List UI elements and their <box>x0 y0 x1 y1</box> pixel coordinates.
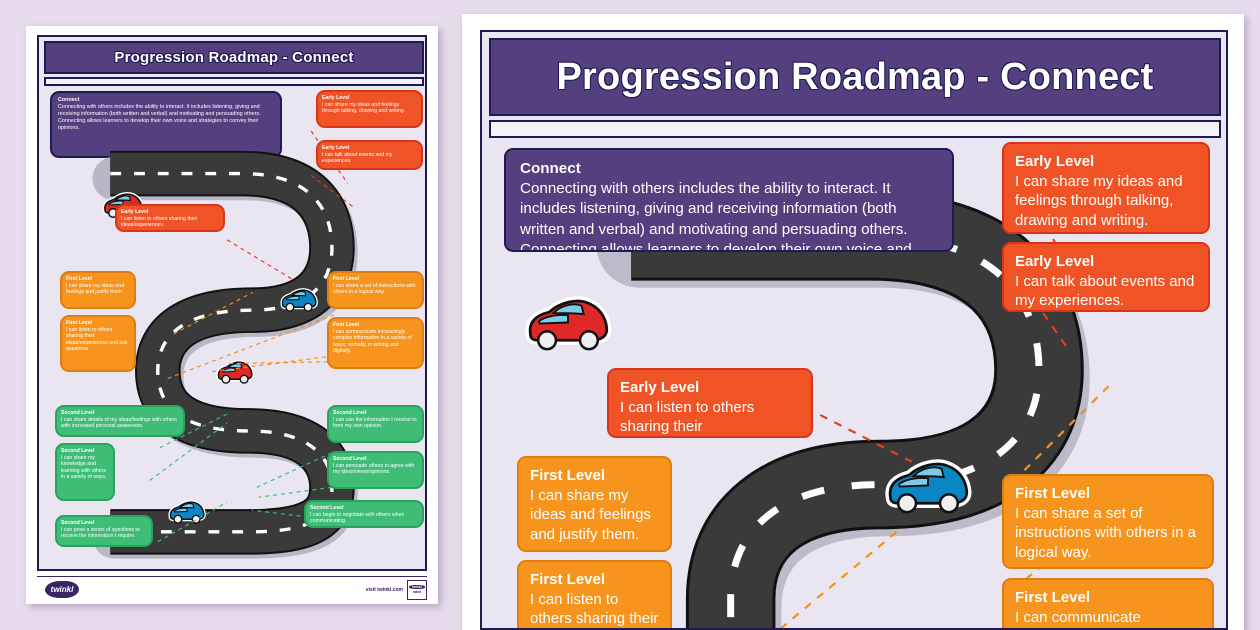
intro-title: Connect <box>58 97 80 103</box>
twinkl-rated-badge: twinkl rated <box>407 579 427 600</box>
level-box-first-2[interactable]: First Level I can listen to others shari… <box>60 315 136 372</box>
level-text: I can communicate increasingly complex i… <box>333 328 412 355</box>
level-box-early-3[interactable]: Early Level I can listen to others shari… <box>115 204 225 232</box>
level-box-second-5[interactable]: Second Level I can persuade others to ag… <box>327 451 424 489</box>
intro-box-large: Connect Connecting with others includes … <box>504 148 954 252</box>
level-title: Early Level <box>322 95 350 101</box>
twinkl-logo[interactable]: twinkl <box>45 581 79 598</box>
level-title: First Level <box>530 571 606 588</box>
car-blue-large <box>885 459 972 514</box>
car-red-middle <box>216 360 254 384</box>
intro-body-large: Connecting with others includes the abil… <box>520 180 912 252</box>
level-title: Second Level <box>61 410 95 416</box>
level-text: I can share my knowledge and learning wi… <box>61 454 107 481</box>
level-title: First Level <box>530 467 606 484</box>
level-text: I can listen to others sharing their ide… <box>66 326 128 353</box>
badge-bottom-text: rated <box>412 590 422 594</box>
level-title: Early Level <box>322 145 350 151</box>
level-text: I can communicate increasingly complex i… <box>1015 608 1141 626</box>
level-text: I can share details of my ideas/feelings… <box>61 416 177 430</box>
level-title: First Level <box>333 276 359 282</box>
level-text: I can pose a series of questions to rece… <box>61 526 140 540</box>
level-box-early-2-large[interactable]: Early Level I can talk about events and … <box>1002 242 1210 312</box>
level-title: First Level <box>66 276 92 282</box>
level-box-first-4[interactable]: First Level I can communicate increasing… <box>327 317 424 369</box>
level-title: First Level <box>1015 485 1091 502</box>
level-text: I can listen to others sharing their ide… <box>620 398 755 436</box>
level-text: I can talk about events and my experienc… <box>1015 272 1195 310</box>
car-red-large <box>525 296 612 351</box>
visit-twinkl-text[interactable]: visit twinkl.com <box>365 586 403 593</box>
level-title: First Level <box>66 320 92 326</box>
header-strip <box>44 77 424 86</box>
poster-thumbnail-body: Progression Roadmap - Connect Connect Co… <box>37 35 427 571</box>
level-title: Second Level <box>61 520 95 526</box>
level-text: I can share a set of instructions with o… <box>333 282 416 296</box>
level-box-early-2[interactable]: Early Level I can talk about events and … <box>316 140 423 170</box>
level-title: First Level <box>1015 589 1091 606</box>
level-box-first-2-large[interactable]: First Level I can listen to others shari… <box>517 560 672 628</box>
level-text: I can share a set of instructions with o… <box>1015 504 1196 561</box>
level-title: Early Level <box>1015 253 1095 270</box>
level-box-first-3-large[interactable]: First Level I can share a set of instruc… <box>1002 474 1214 569</box>
poster-title-bar: Progression Roadmap - Connect <box>44 41 424 74</box>
level-title: Early Level <box>1015 153 1095 170</box>
level-box-early-1-large[interactable]: Early Level I can share my ideas and fee… <box>1002 142 1210 234</box>
car-blue-lower <box>168 500 206 524</box>
poster-thumbnail[interactable]: Progression Roadmap - Connect Connect Co… <box>26 26 438 604</box>
level-box-first-4-large[interactable]: First Level I can communicate increasing… <box>1002 578 1214 628</box>
level-text: I can begin to negotiate with others whe… <box>310 511 405 525</box>
badge-top-text: twinkl <box>409 585 425 589</box>
header-strip-large <box>489 120 1221 138</box>
level-text: I can share my ideas and feelings throug… <box>322 101 406 115</box>
twinkl-logo-text: twinkl <box>50 585 74 594</box>
page-title: Progression Roadmap - Connect <box>114 49 354 66</box>
level-title: Early Level <box>121 209 149 215</box>
level-box-first-1[interactable]: First Level I can share my ideas and fee… <box>60 271 136 309</box>
poster-footer-thumbnail: twinkl visit twinkl.com twinkl rated <box>37 576 427 602</box>
intro-title-large: Connect <box>520 160 581 177</box>
intro-box: Connect Connecting with others includes … <box>50 91 282 158</box>
level-box-second-2[interactable]: Second Level I can share my knowledge an… <box>55 443 115 501</box>
level-box-first-1-large[interactable]: First Level I can share my ideas and fee… <box>517 456 672 552</box>
level-box-first-3[interactable]: First Level I can share a set of instruc… <box>327 271 424 309</box>
level-text: I can talk about events and my experienc… <box>322 151 393 165</box>
level-title: Second Level <box>310 505 344 511</box>
level-box-early-3-large[interactable]: Early Level I can listen to others shari… <box>607 368 813 438</box>
page-title-bar-large: Progression Roadmap - Connect <box>489 38 1221 116</box>
level-box-second-1[interactable]: Second Level I can share details of my i… <box>55 405 185 437</box>
level-title: Second Level <box>333 410 367 416</box>
level-box-second-4[interactable]: Second Level I can use the information I… <box>327 405 424 443</box>
page-title-large: Progression Roadmap - Connect <box>556 55 1154 98</box>
car-blue-upper <box>280 288 318 312</box>
level-text: I can share my ideas and feelings and ju… <box>66 282 124 296</box>
level-text: I can listen to others sharing their ide… <box>121 215 198 229</box>
level-title: Second Level <box>61 448 95 454</box>
level-text: I can persuade others to agree with my i… <box>333 462 415 476</box>
level-text: I can share my ideas and feelings and ju… <box>530 486 651 543</box>
level-box-second-3[interactable]: Second Level I can pose a series of ques… <box>55 515 153 547</box>
level-title: Early Level <box>620 379 700 396</box>
level-box-early-1[interactable]: Early Level I can share my ideas and fee… <box>316 90 423 128</box>
level-text: I can listen to others sharing their ide… <box>530 590 659 628</box>
level-title: First Level <box>333 322 359 328</box>
level-text: I can use the information I receive to f… <box>333 416 417 430</box>
poster-enlarged-body: Progression Roadmap - Connect <box>480 30 1228 630</box>
level-text: I can share my ideas and feelings throug… <box>1015 172 1183 229</box>
level-title: Second Level <box>333 456 367 462</box>
intro-body: Connecting with others includes the abil… <box>58 103 261 131</box>
level-box-second-6[interactable]: Second Level I can begin to negotiate wi… <box>304 500 424 528</box>
poster-enlarged[interactable]: Progression Roadmap - Connect <box>462 14 1244 630</box>
